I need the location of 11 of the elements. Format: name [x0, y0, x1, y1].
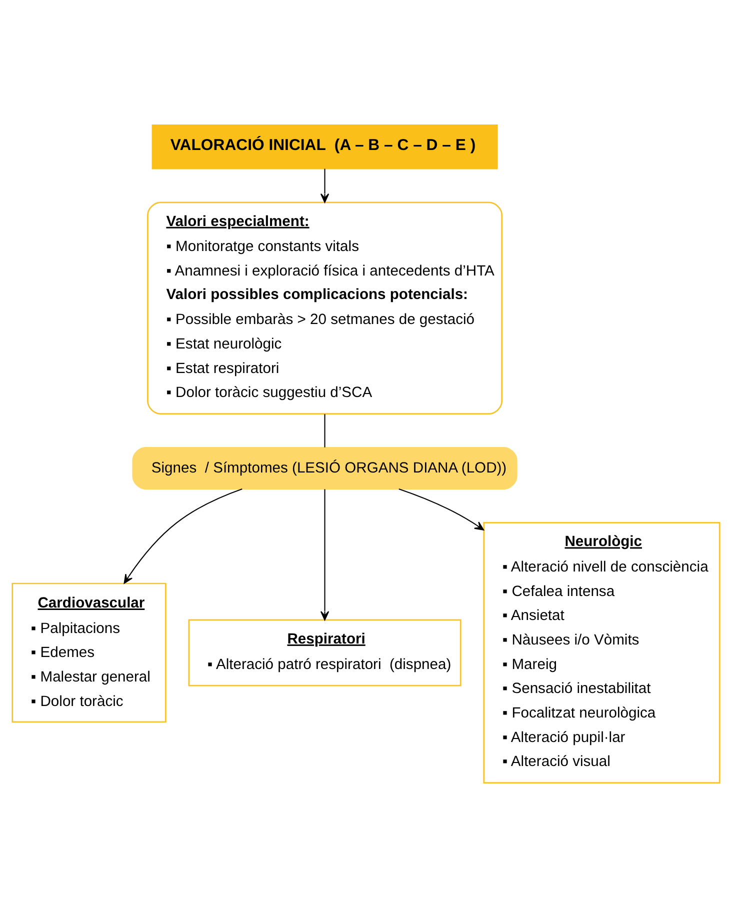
arrow	[320, 488, 330, 620]
node-box: VALORACIÓ INICIAL (A – B – C – D – E )	[152, 124, 498, 169]
arrow	[398, 488, 484, 530]
node-box: Signes / Símptomes (LESIÓ ORGANS DIANA (LOD))	[132, 446, 518, 490]
arrow	[124, 488, 242, 584]
node-box: Cardiovascular ▪ Palpitacions ▪ Edemes ▪ Malestar general ▪ Dolor toràcic	[12, 582, 166, 722]
node-box: Valori especialment: ▪ Monitoratge constants vitals ▪ Anamnesi i exploració física i antecedents d’HTA Valori possibles complicacions potencials: ▪ Possible embaràs > 20 setmanes de gestació ▪ Estat neurològic ▪ Estat respiratori ▪ Dolor toràcic suggestiu d’SCA	[147, 201, 503, 414]
connector	[324, 414, 326, 447]
node-box: Neurològic ▪ Alteració nivell de consciència ▪ Cefalea intensa ▪ Ansietat ▪ Nàusees i/o Vòmits ▪ Mareig ▪ Sensació inestabilitat ▪ Focalitzat neurològica ▪ Alteració pupil·lar ▪ Alteració visual	[483, 522, 720, 783]
arrow	[320, 168, 330, 202]
node-box: Respiratori ▪ Alteració patró respiratori (dispnea)	[188, 618, 462, 686]
